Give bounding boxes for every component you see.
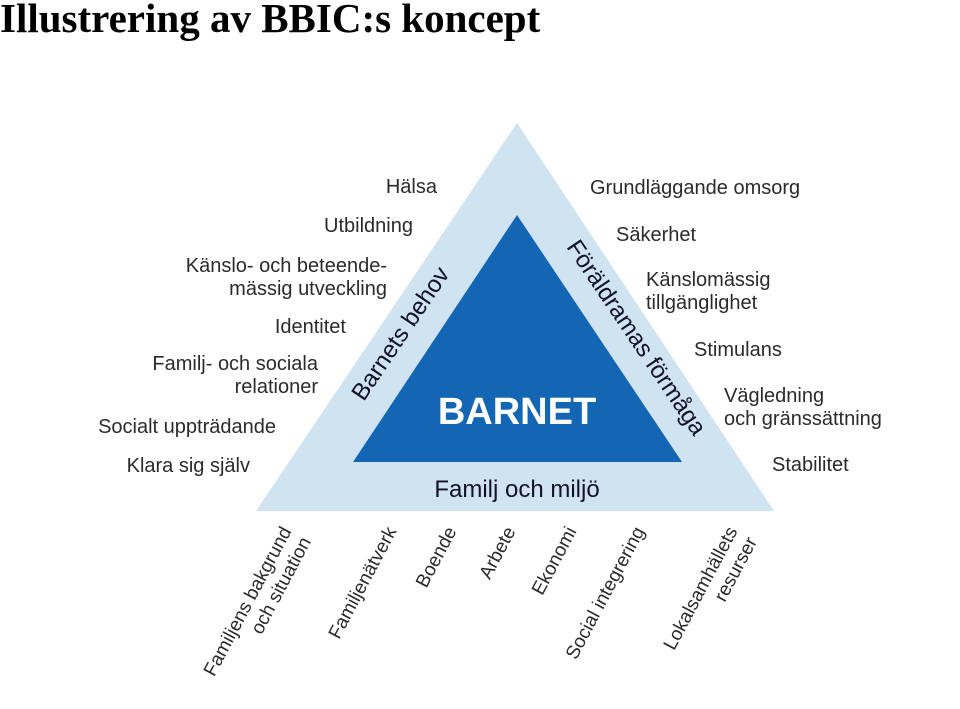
bottom-item-4: Ekonomi bbox=[528, 523, 581, 598]
bottom-item-0: Familjens bakgrundoch situation bbox=[200, 523, 316, 690]
left-item-2-line-1: mässig utveckling bbox=[229, 278, 387, 300]
edge-label-bottom: Familj och miljö bbox=[434, 476, 599, 503]
right-item-group: Grundläggande omsorgSäkerhetKänslomässig… bbox=[590, 177, 882, 476]
left-item-3-line-0: Identitet bbox=[275, 316, 347, 338]
bottom-item-2-line-0: Boende bbox=[412, 523, 461, 591]
right-item-5-line-0: Stabilitet bbox=[772, 454, 849, 476]
page-title: Illustrering av BBIC:s koncept bbox=[0, 0, 541, 41]
right-item-5: Stabilitet bbox=[772, 454, 849, 476]
bottom-item-1: Familjenätverk bbox=[325, 523, 402, 642]
right-item-0: Grundläggande omsorg bbox=[590, 177, 800, 199]
bottom-item-3: Arbete bbox=[476, 523, 521, 582]
left-item-6: Klara sig själv bbox=[127, 455, 250, 477]
bottom-item-4-line-0: Ekonomi bbox=[528, 523, 581, 598]
left-item-4-line-1: relationer bbox=[235, 376, 319, 398]
left-item-3: Identitet bbox=[275, 316, 347, 338]
left-item-0-line-0: Hälsa bbox=[386, 176, 438, 198]
bottom-item-6: Lokalsamhälletsresurser bbox=[660, 523, 762, 664]
right-item-0-line-0: Grundläggande omsorg bbox=[590, 177, 800, 199]
right-item-2-line-0: Känslomässig bbox=[646, 269, 771, 291]
right-item-4-line-1: och gränssättning bbox=[724, 408, 882, 430]
right-item-1: Säkerhet bbox=[616, 224, 696, 246]
right-item-4-line-0: Vägledning bbox=[724, 385, 824, 407]
left-item-1: Utbildning bbox=[324, 215, 413, 237]
center-label: BARNET bbox=[438, 391, 596, 433]
bottom-item-1-line-0: Familjenätverk bbox=[325, 523, 402, 642]
left-item-2: Känslo- och beteende-mässig utveckling bbox=[186, 255, 387, 300]
inner-triangle bbox=[353, 215, 682, 462]
left-item-4-line-0: Familj- och sociala bbox=[152, 353, 318, 375]
left-item-0: Hälsa bbox=[386, 176, 438, 198]
bottom-item-3-line-0: Arbete bbox=[476, 523, 521, 582]
right-item-3: Stimulans bbox=[694, 339, 782, 361]
left-item-5: Socialt uppträdande bbox=[98, 416, 276, 438]
left-item-6-line-0: Klara sig själv bbox=[127, 455, 250, 477]
right-item-2-line-1: tillgänglighet bbox=[646, 292, 758, 314]
left-item-2-line-0: Känslo- och beteende- bbox=[186, 255, 387, 277]
right-item-1-line-0: Säkerhet bbox=[616, 224, 696, 246]
bottom-item-2: Boende bbox=[412, 523, 461, 591]
left-item-5-line-0: Socialt uppträdande bbox=[98, 416, 276, 438]
left-item-1-line-0: Utbildning bbox=[324, 215, 413, 237]
right-item-3-line-0: Stimulans bbox=[694, 339, 782, 361]
